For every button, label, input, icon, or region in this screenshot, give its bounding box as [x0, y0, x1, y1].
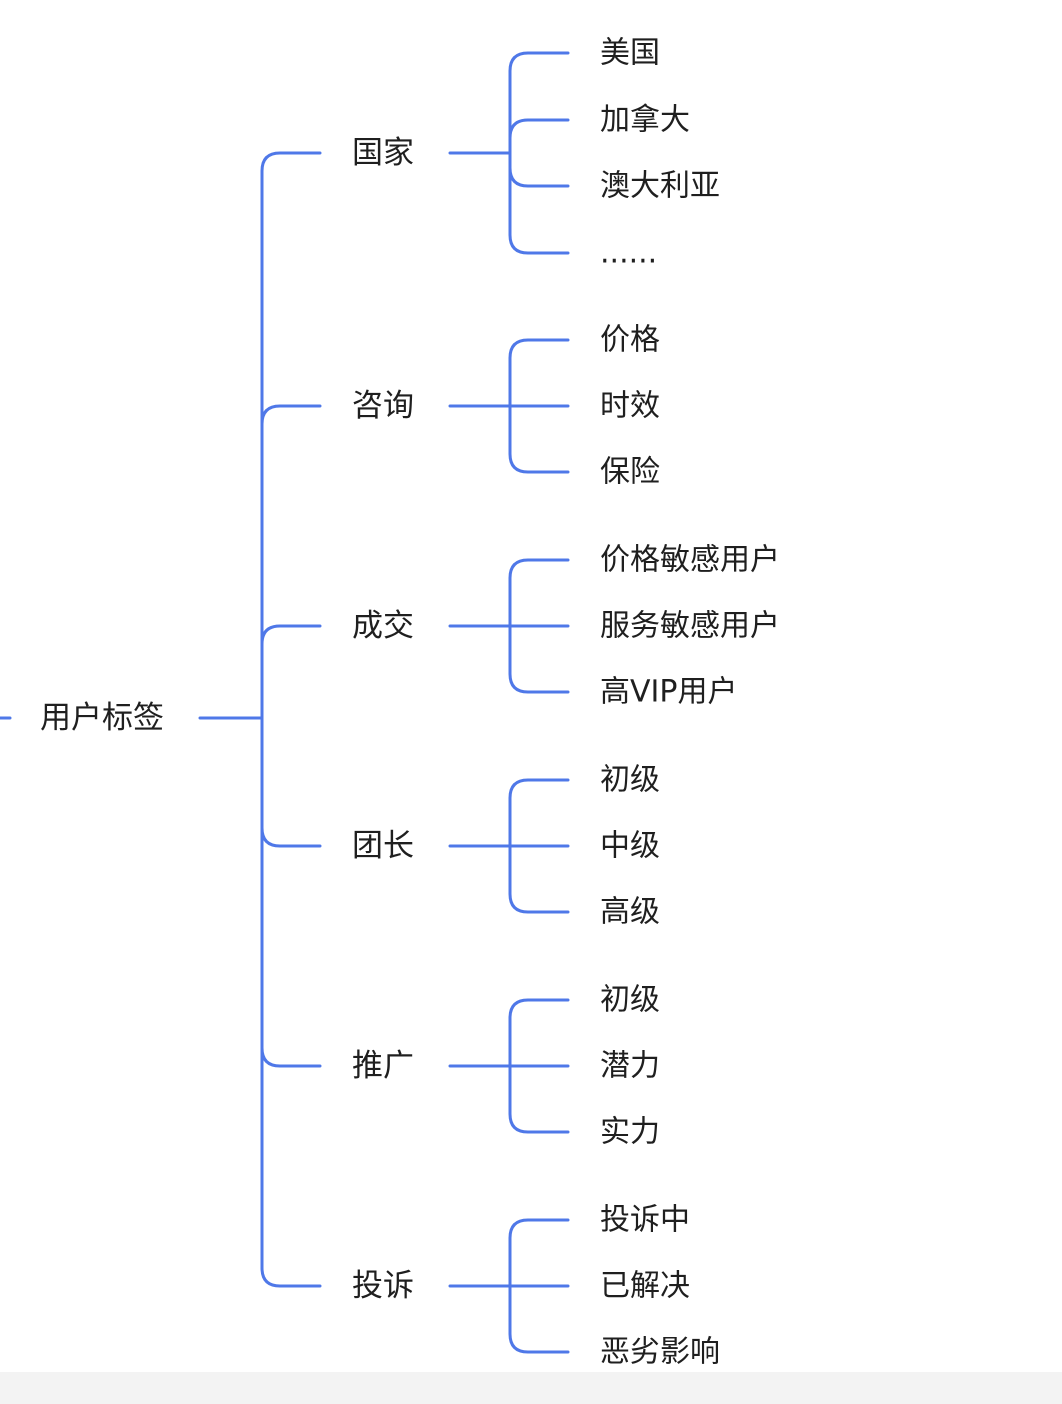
leaf-node[interactable]: 美国 [600, 36, 660, 71]
bottom-band [0, 1372, 1062, 1404]
category-connector-3-branch [508, 844, 570, 914]
category-connector-3-branch [508, 778, 570, 848]
category-connector-0-branch [508, 166, 570, 188]
root-connector-branch [260, 624, 322, 646]
category-label[interactable]: 投诉 [352, 1268, 414, 1304]
category-node-5: 投诉 投诉中 已解决 恶劣影响 [352, 1203, 720, 1370]
leaf-node[interactable]: 价格敏感用户 [600, 543, 780, 578]
leaf-node[interactable]: ...... [600, 236, 657, 271]
category-node-2: 成交 价格敏感用户 服务敏感用户 高VIP用户 [352, 543, 780, 710]
root-connector-branch [260, 826, 322, 848]
leaf-node[interactable]: 初级 [600, 763, 660, 798]
category-label[interactable]: 成交 [352, 608, 414, 644]
leaf-node[interactable]: 已解决 [600, 1269, 690, 1304]
category-connector-2-branch [508, 624, 570, 694]
category-connector-4-branch [508, 1064, 570, 1134]
category-connector-5-branch [508, 1284, 570, 1354]
category-connector-5-branch [508, 1218, 570, 1288]
category-node-4: 推广 初级 潜力 实力 [352, 983, 660, 1150]
category-label[interactable]: 国家 [352, 135, 414, 171]
category-node-0: 国家 美国 加拿大 澳大利亚 ...... [352, 36, 720, 271]
leaf-node[interactable]: 中级 [600, 829, 660, 864]
root-connector-branch [260, 716, 322, 1288]
category-connector-0-branch [508, 118, 570, 140]
root-node[interactable]: 用户标签 [40, 700, 164, 736]
leaf-node[interactable]: 实力 [600, 1115, 660, 1150]
leaf-node[interactable]: 高VIP用户 [600, 675, 737, 710]
category-node-3: 团长 初级 中级 高级 [352, 763, 660, 930]
leaf-node[interactable]: 保险 [600, 455, 660, 490]
category-connector-1-branch [508, 404, 570, 474]
root-connector-branch [260, 151, 322, 720]
leaf-node[interactable]: 高级 [600, 895, 660, 930]
leaf-node[interactable]: 恶劣影响 [600, 1335, 720, 1370]
category-connector-0-branch [508, 51, 570, 155]
category-node-1: 咨询 价格 时效 保险 [352, 323, 660, 490]
category-connector-1-branch [508, 338, 570, 408]
leaf-node[interactable]: 价格 [600, 323, 660, 358]
root-connector-branch [260, 1046, 322, 1068]
leaf-node[interactable]: 潜力 [600, 1049, 660, 1084]
root-connector-branch [260, 404, 322, 426]
category-connector-0-branch [508, 151, 570, 255]
category-label[interactable]: 团长 [352, 828, 414, 864]
leaf-node[interactable]: 初级 [600, 983, 660, 1018]
leaf-node[interactable]: 加拿大 [600, 103, 690, 138]
leaf-node[interactable]: 时效 [600, 389, 660, 424]
category-connector-2-branch [508, 558, 570, 628]
category-connector-4-branch [508, 998, 570, 1068]
leaf-node[interactable]: 服务敏感用户 [600, 609, 780, 644]
leaf-node[interactable]: 投诉中 [600, 1203, 690, 1238]
connectors [0, 51, 570, 1354]
category-label[interactable]: 推广 [352, 1048, 414, 1084]
category-label[interactable]: 咨询 [352, 388, 414, 424]
leaf-node[interactable]: 澳大利亚 [600, 169, 720, 204]
